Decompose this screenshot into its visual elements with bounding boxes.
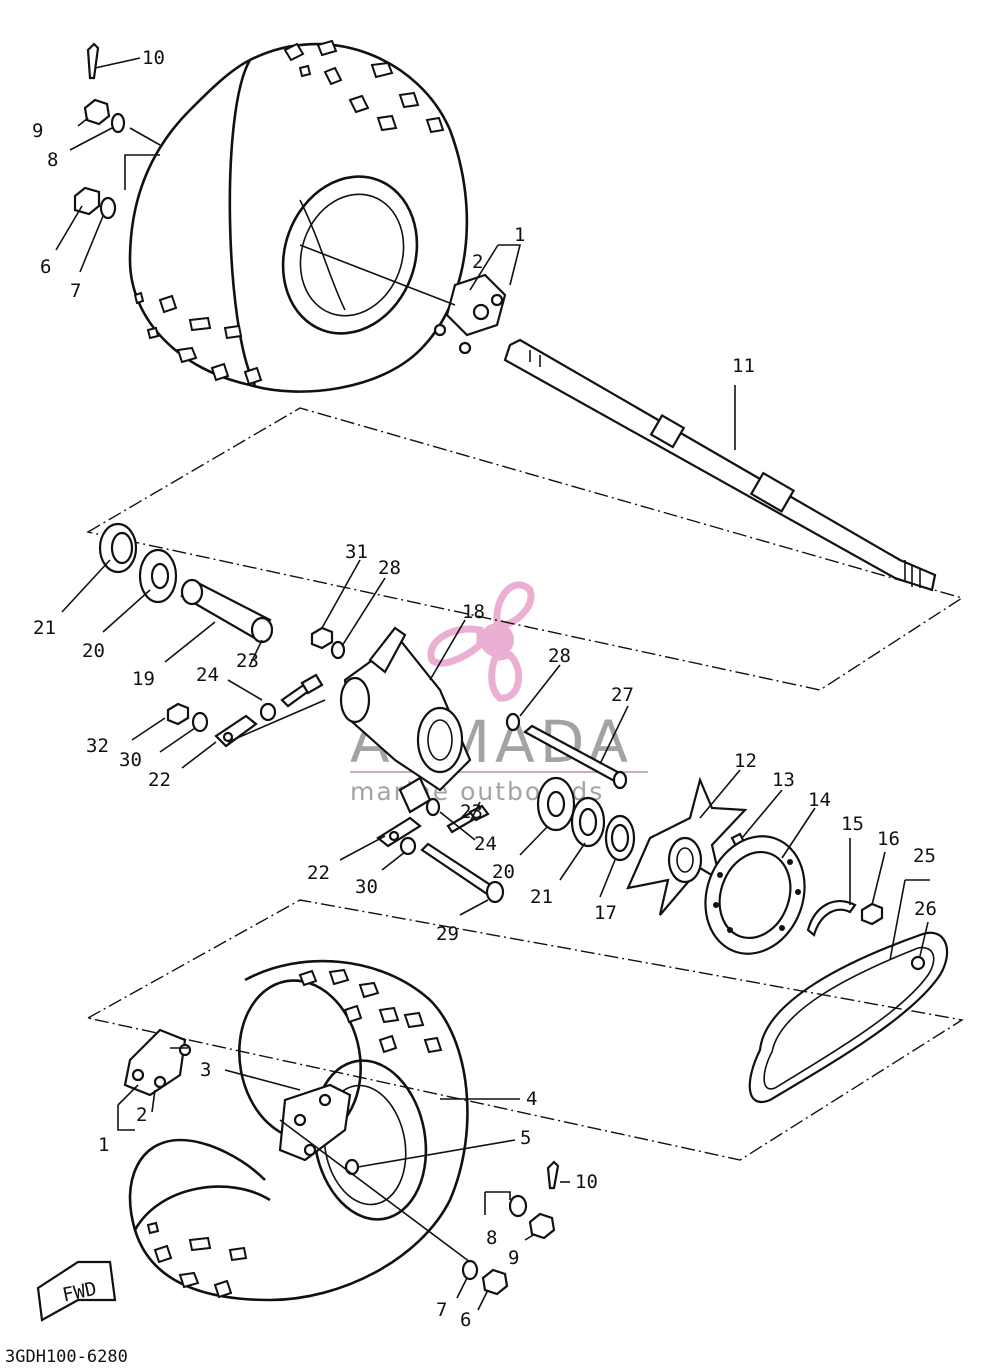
upper-hub (299, 244, 507, 355)
callout-22-upper: 22 (148, 769, 171, 791)
callout-20-lower: 20 (492, 861, 515, 883)
adjuster-22-upper (214, 714, 258, 748)
bolt-29 (420, 842, 505, 904)
collar-24-upper (259, 702, 277, 722)
washer-30-lower (399, 836, 417, 856)
callout-9-upper: 9 (32, 120, 43, 142)
lower-hardware (344, 1158, 560, 1296)
callout-30-lower: 30 (355, 876, 378, 898)
pin-27 (523, 724, 628, 790)
callout-2-upper: 2 (472, 251, 483, 273)
callout-16: 16 (877, 828, 900, 850)
callout-3: 3 (200, 1059, 211, 1081)
bolt-23-lower (446, 804, 490, 834)
callout-30-upper: 30 (119, 749, 142, 771)
callout-7-lower: 7 (436, 1299, 447, 1321)
upper-wheel-tire (128, 39, 469, 393)
drive-chain (748, 931, 949, 1103)
lower-hub (123, 1028, 192, 1097)
lock-washer-15 (806, 900, 857, 937)
callout-20-upper: 20 (82, 640, 105, 662)
callout-25: 25 (913, 845, 936, 867)
callout-24-lower: 24 (474, 833, 497, 855)
callout-6-lower: 6 (460, 1309, 471, 1331)
callout-13: 13 (772, 769, 795, 791)
callout-6-upper: 6 (40, 256, 51, 278)
sprocket (704, 835, 806, 955)
callout-23-upper: 23 (236, 650, 259, 672)
bearing-20-lower (536, 776, 576, 832)
axle-housing (339, 626, 472, 814)
lower-wheel-rim (278, 1083, 352, 1162)
callout-4: 4 (526, 1088, 537, 1110)
nut-32 (166, 702, 190, 726)
upper-hardware (73, 42, 126, 220)
callout-11: 11 (732, 355, 755, 377)
washer-28-lower (505, 712, 521, 732)
nut-31 (310, 626, 334, 650)
callout-9-lower: 9 (508, 1247, 519, 1269)
callout-17: 17 (594, 902, 617, 924)
drawing-code: 3GDH100-6280 (5, 1347, 128, 1367)
nut-16 (860, 902, 884, 926)
propeller-icon (427, 581, 535, 702)
sprocket-hub (626, 776, 748, 916)
callout-27: 27 (611, 684, 634, 706)
callout-15: 15 (841, 813, 864, 835)
washer-30-upper (191, 711, 209, 733)
callout-23-lower: 23 (460, 801, 483, 823)
callout-22-lower: 22 (307, 862, 330, 884)
callout-28-lower: 28 (548, 645, 571, 667)
bolt-23-upper (280, 673, 324, 708)
callout-7-upper: 7 (70, 280, 81, 302)
callout-1-lower: 1 (98, 1134, 109, 1156)
bearing-21-lower (570, 796, 606, 848)
callout-18: 18 (462, 601, 485, 623)
callout-5: 5 (520, 1127, 531, 1149)
callout-12: 12 (734, 750, 757, 772)
callout-1-upper: 1 (514, 224, 525, 246)
callout-10-upper: 10 (142, 47, 165, 69)
upper-assembly-outline (86, 407, 964, 691)
callout-14: 14 (808, 789, 831, 811)
adjuster-22-lower (376, 816, 422, 848)
callout-31: 31 (345, 541, 368, 563)
collar-24-lower (425, 797, 441, 817)
spacer-19 (179, 578, 274, 644)
leader-lines (55, 57, 930, 1311)
callout-24-upper: 24 (196, 664, 219, 686)
fwd-arrow-icon: FWD (36, 1260, 117, 1322)
callout-28-upper: 28 (378, 557, 401, 579)
callout-21-lower: 21 (530, 886, 553, 908)
rear-axle (503, 338, 937, 592)
bearing-20-upper (138, 548, 178, 604)
callout-labels: 10 9 8 6 7 1 2 11 31 28 18 28 21 20 19 2… (32, 47, 937, 1331)
callout-10-lower: 10 (575, 1171, 598, 1193)
callout-26: 26 (914, 898, 937, 920)
oil-seal-17 (604, 814, 636, 862)
callout-2-lower: 2 (136, 1104, 147, 1126)
callout-29: 29 (436, 923, 459, 945)
washer-28-upper (330, 640, 346, 660)
lower-assembly-outline (86, 899, 964, 1161)
callout-21-upper: 21 (33, 617, 56, 639)
master-link-26 (910, 955, 926, 971)
callout-19: 19 (132, 668, 155, 690)
callout-8-upper: 8 (47, 149, 58, 171)
callout-32: 32 (86, 735, 109, 757)
callout-8-lower: 8 (486, 1227, 497, 1249)
